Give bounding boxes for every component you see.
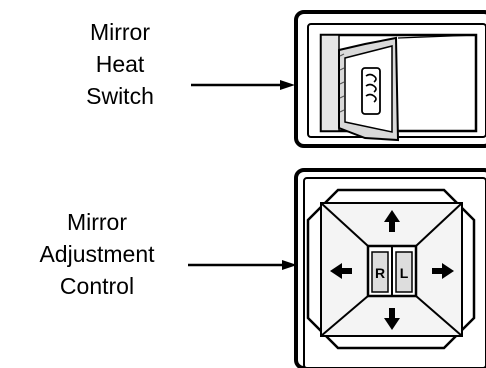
adjust-label-line-2: Adjustment	[39, 241, 155, 267]
adjustment-leader-arrow	[188, 260, 297, 270]
mirror-adjustment-control-label: Mirror Adjustment Control	[2, 206, 192, 302]
right-arrow-icon[interactable]	[432, 263, 454, 279]
adjust-label-line-3: Control	[59, 273, 135, 299]
mirror-adjustment-control[interactable]: R L	[294, 168, 486, 368]
mirror-heat-switch[interactable]	[294, 10, 486, 148]
adjust-label-line-1: Mirror	[66, 209, 128, 235]
heat-label-line-3: Switch	[86, 83, 154, 109]
right-mirror-label: R	[375, 265, 385, 281]
heat-label-line-1: Mirror	[89, 19, 151, 45]
heater-wave-icon	[365, 73, 377, 103]
left-arrow-icon[interactable]	[330, 263, 352, 279]
left-mirror-label: L	[400, 265, 409, 281]
heat-switch-leader-arrow	[191, 80, 295, 90]
mirror-heat-switch-label: Mirror Heat Switch	[25, 16, 215, 112]
up-arrow-icon[interactable]	[384, 210, 400, 232]
down-arrow-icon[interactable]	[384, 308, 400, 330]
heat-label-line-2: Heat	[95, 51, 145, 77]
